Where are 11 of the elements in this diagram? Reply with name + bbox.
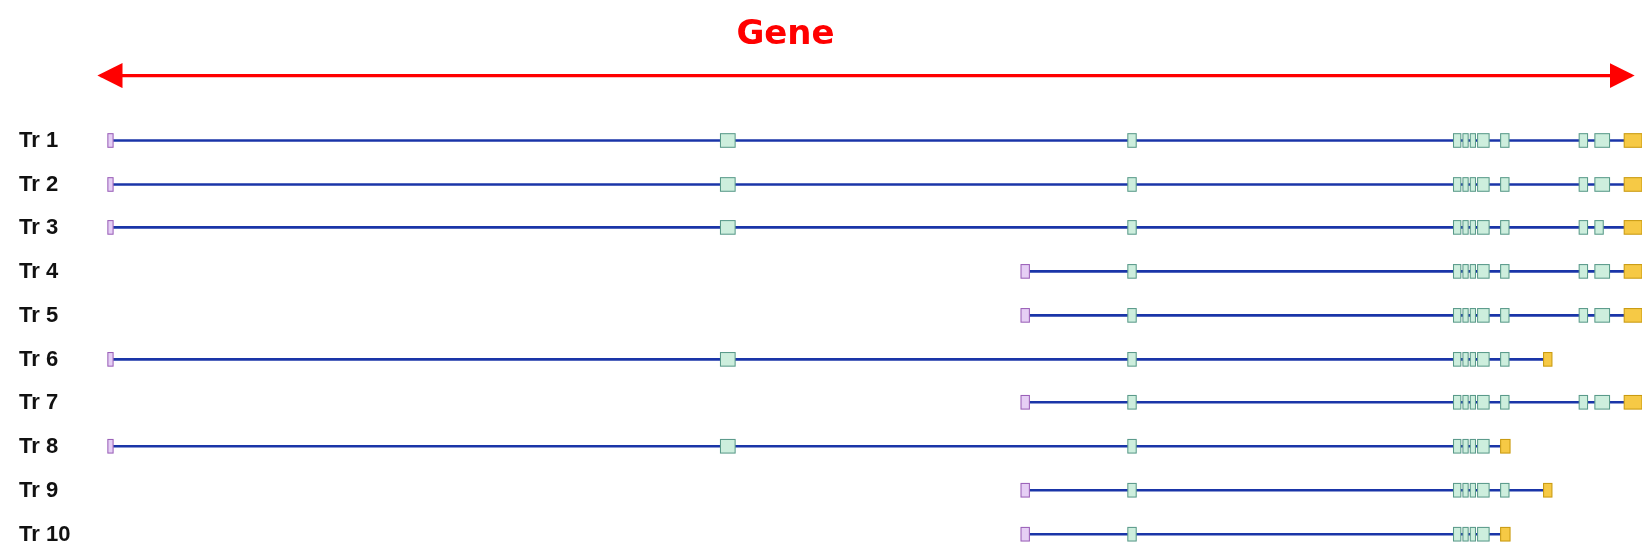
transcript-label: Tr 9 (19, 477, 59, 504)
transcript-label: Tr 4 (19, 258, 59, 285)
gene-label: Gene (736, 12, 835, 52)
transcript-label: Tr 3 (19, 214, 59, 241)
transcript-label: Tr 2 (19, 171, 59, 198)
transcript-label: Tr 5 (19, 302, 59, 329)
transcript-label: Tr 7 (19, 389, 59, 416)
transcript-label: Tr 1 (19, 127, 59, 154)
transcript-label: Tr 10 (19, 521, 71, 548)
transcript-label: Tr 8 (19, 433, 59, 460)
transcript-label: Tr 6 (19, 346, 59, 373)
